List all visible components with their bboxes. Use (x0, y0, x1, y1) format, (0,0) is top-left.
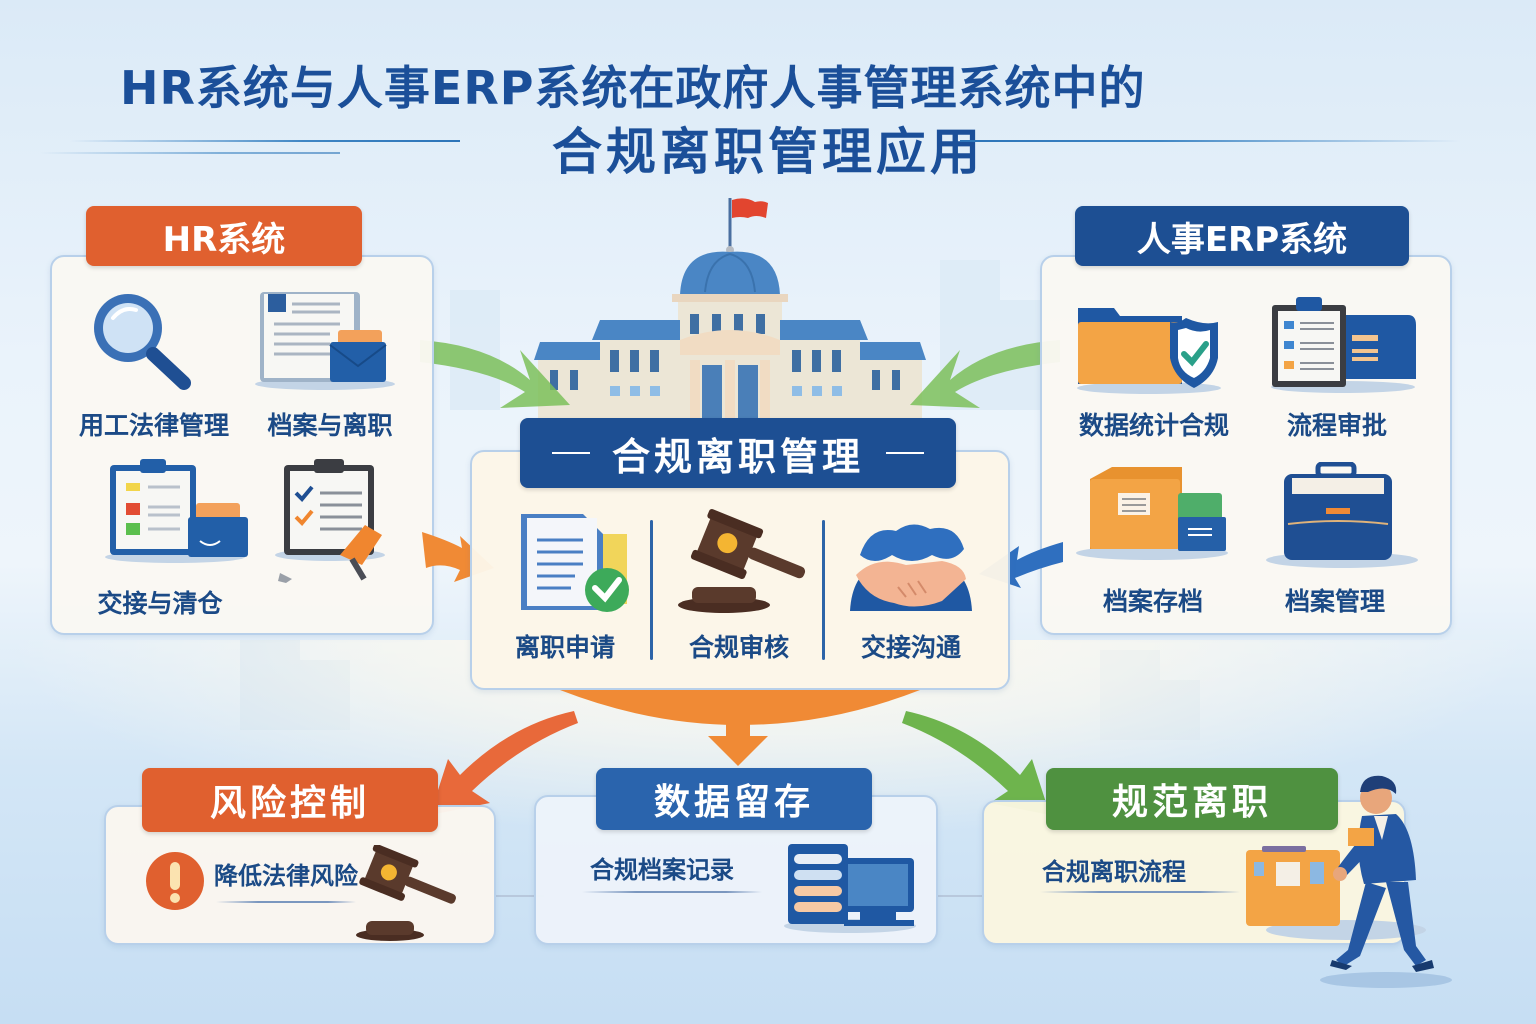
title-rule-left-2 (40, 152, 340, 154)
walking-person-box-icon (1246, 775, 1452, 988)
arrow-center-to-norm-icon (902, 711, 1050, 815)
norm-underline (1040, 891, 1240, 893)
center-divider (822, 520, 825, 660)
erp-item-label: 流程审批 (1286, 411, 1387, 440)
boxes-icon (1076, 467, 1228, 560)
hr-item-label: 档案与离职 (267, 411, 393, 440)
hr-system-header: HR系统 (86, 206, 362, 266)
risk-underline (216, 901, 356, 903)
erp-item-label: 档案管理 (1284, 587, 1385, 616)
handshake-icon (850, 524, 972, 611)
header-dash-right (886, 452, 924, 454)
page-subtitle: 合规离职管理应用 (552, 123, 984, 181)
data-retention-header: 数据留存 (596, 768, 872, 830)
data-retention-text: 合规档案记录 (590, 856, 734, 884)
title-rule-left (70, 140, 460, 142)
norm-exit-text: 合规离职流程 (1042, 858, 1186, 886)
government-building-icon (534, 198, 926, 420)
gavel-icon (678, 509, 806, 613)
magnifier-icon (94, 294, 191, 390)
erp-item-label: 档案存档 (1102, 587, 1203, 616)
data-underline (582, 891, 762, 893)
arrow-center-to-risk-icon (430, 711, 578, 815)
connector-line (938, 895, 986, 897)
compliance-header-label: 合规离职管理 (611, 434, 864, 479)
erp-item-label: 数据统计合规 (1078, 411, 1229, 440)
center-item-label: 合规审核 (688, 633, 789, 662)
norm-exit-header: 规范离职 (1046, 768, 1338, 830)
computer-database-icon (784, 844, 916, 933)
checklist-stamp-icon (275, 459, 385, 583)
document-envelope-icon (255, 292, 395, 390)
header-dash-left (551, 452, 590, 454)
risk-control-header: 风险控制 (142, 768, 438, 832)
clipboard-binder-icon (1271, 297, 1416, 393)
briefcase-icon (1266, 462, 1418, 568)
center-item-label: 离职申请 (514, 633, 615, 662)
document-check-icon (521, 514, 629, 612)
clipboard-folder-icon (105, 459, 248, 563)
page-title: HR系统与人事ERP系统在政府人事管理系统中的 (120, 61, 1146, 115)
alert-icon (146, 852, 204, 910)
erp-system-header: 人事ERP系统 (1075, 206, 1409, 266)
arrow-erp-to-gov-icon (910, 340, 1060, 408)
title-rule-right (960, 140, 1460, 142)
arrow-hr-to-gov-icon (420, 340, 570, 408)
center-item-label: 交接沟通 (860, 633, 961, 662)
gavel-icon (356, 845, 456, 941)
risk-control-text: 降低法律风险 (214, 862, 358, 890)
hr-item-label: 交接与清仓 (97, 589, 223, 618)
arrow-center-to-data-icon (560, 690, 920, 766)
compliance-header: 合规离职管理 (520, 418, 956, 488)
connector-line (496, 895, 544, 897)
center-divider (650, 520, 653, 660)
folder-shield-icon (1077, 308, 1221, 394)
hr-item-label: 用工法律管理 (78, 411, 229, 440)
